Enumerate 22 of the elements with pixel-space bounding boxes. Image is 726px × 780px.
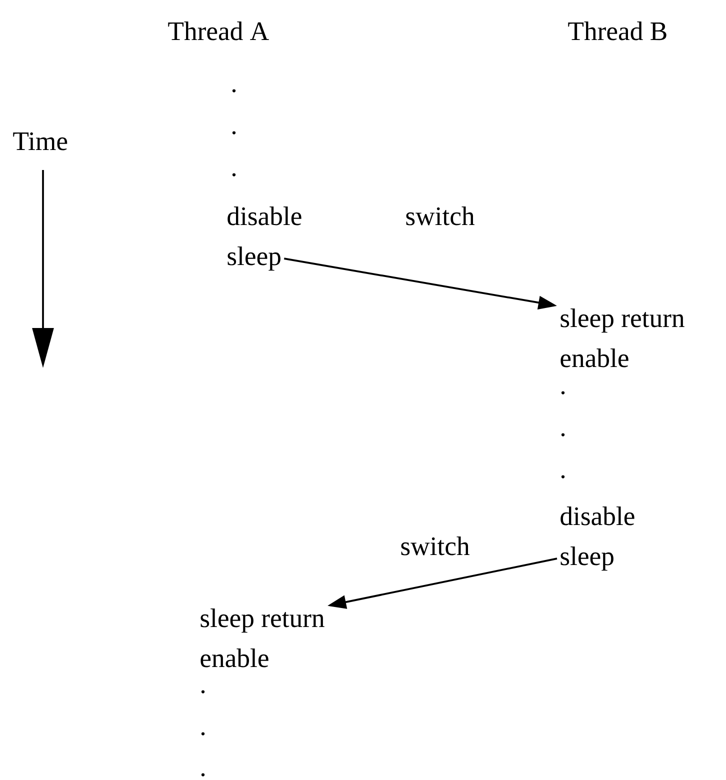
step-text: . [201,690,205,694]
step-text: enable [200,648,268,668]
step-text: . [232,131,236,134]
step-text: . [561,475,565,478]
step-text: disable [228,206,302,226]
step-text: . [232,89,236,92]
axis-label: Time [13,132,68,150]
step-text: sleep [560,546,614,571]
step-text: . [232,173,236,176]
step-text: . [561,391,565,394]
step-text: disable [560,506,634,526]
edge-label: switch [406,206,474,226]
step-text: . [201,773,205,776]
step-text: enable [560,348,628,368]
step-text: sleep return [560,308,684,333]
column-heading: Thread B [568,22,666,40]
step-text: . [561,433,565,436]
step-text: sleep [228,246,280,271]
column-heading: Thread A [168,22,269,40]
step-text: . [201,732,205,736]
step-text: sleep return [200,608,324,633]
edge-label: switch [401,536,470,556]
